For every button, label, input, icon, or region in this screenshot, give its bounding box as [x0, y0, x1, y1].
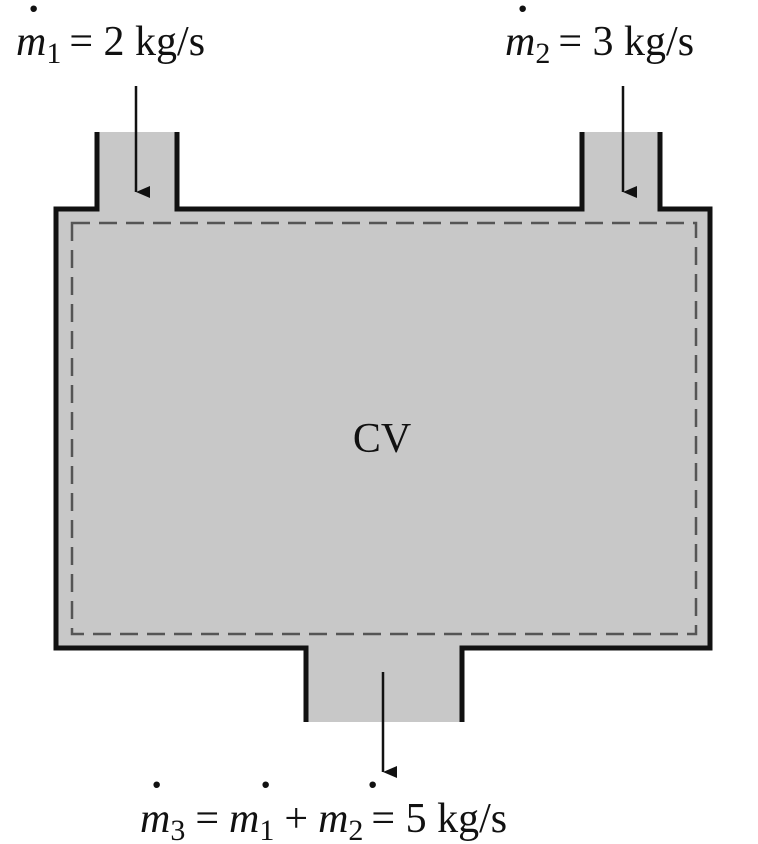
vessel-wall — [53, 132, 713, 722]
mass-flow-dot: · — [516, 0, 529, 31]
subscript-3: 3 — [170, 814, 185, 844]
mass-flow-symbol: m — [505, 19, 535, 65]
inlet-1-label: · m1= 2 kg/s — [16, 0, 205, 70]
inlet-2-equation: = 3 kg/s — [558, 19, 694, 65]
plus-sign: + — [284, 796, 308, 842]
equals-sign: = — [195, 796, 219, 842]
subscript-1: 1 — [259, 814, 274, 844]
cv-label: CV — [353, 416, 411, 462]
vessel-fluid-region — [56, 132, 710, 722]
svg-text:m3=m1+m2= 5 kg/s: m3=m1+m2= 5 kg/s — [140, 796, 507, 844]
mass-flow-dot: · — [366, 762, 379, 807]
mass-flow-symbol: m — [229, 796, 259, 842]
inlet-2-label: · m2= 3 kg/s — [505, 0, 694, 70]
mass-flow-dot: · — [150, 762, 163, 807]
outlet-3-result: = 5 kg/s — [371, 796, 507, 842]
mass-flow-symbol: m — [16, 19, 46, 65]
control-volume-boundary — [70, 221, 698, 636]
svg-text:m1= 2 kg/s: m1= 2 kg/s — [16, 19, 205, 70]
mass-flow-symbol: m — [318, 796, 348, 842]
subscript-2: 2 — [535, 37, 550, 70]
mass-flow-symbol: m — [140, 796, 170, 842]
inlet-1-equation: = 2 kg/s — [69, 19, 205, 65]
svg-text:m2= 3 kg/s: m2= 3 kg/s — [505, 19, 694, 70]
subscript-1: 1 — [46, 37, 61, 70]
outlet-3-label: · · · m3=m1+m2= 5 kg/s — [140, 762, 507, 844]
mass-flow-dot: · — [259, 762, 272, 807]
mass-flow-dot: · — [27, 0, 40, 31]
subscript-2: 2 — [348, 814, 363, 844]
